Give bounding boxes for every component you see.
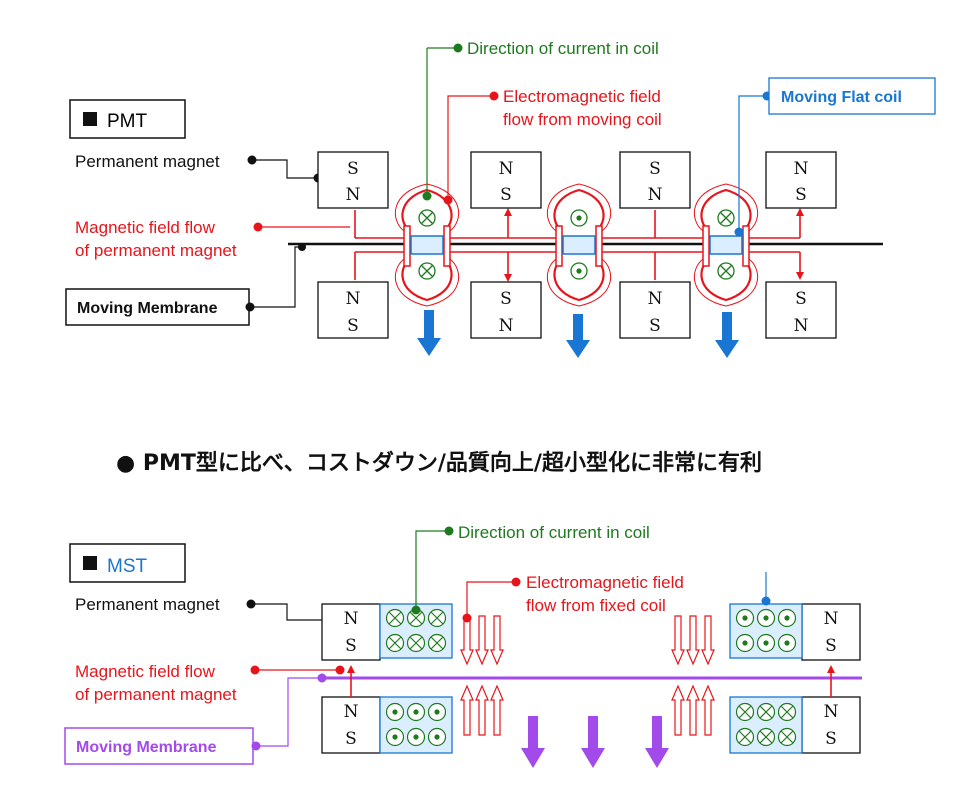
magnet-pole-label: S — [500, 185, 512, 205]
current-out-icon — [385, 702, 447, 747]
mst-em-field-label-1: Electromagnetic field — [526, 573, 684, 592]
mst-permanent-magnet-label: Permanent magnet — [75, 595, 220, 614]
mst-label-box: MST — [69, 543, 186, 583]
current-into-icon — [418, 209, 436, 227]
mst-coil-bottom-right — [729, 696, 803, 754]
pmt-section: PMT Permanent magnet Magnetic field flow… — [65, 39, 936, 358]
magnet-pole-label: N — [824, 702, 839, 722]
square-bullet-icon — [83, 112, 97, 126]
magnet-pole-label: N — [346, 185, 361, 205]
pmt-top-magnet-4: N S — [765, 151, 837, 209]
pmt-moving-flat-coil-box: Moving Flat coil — [768, 77, 936, 115]
hollow-up-arrows-right — [671, 684, 715, 736]
current-into-icon — [717, 209, 735, 227]
magnet-pole-label: S — [500, 289, 512, 309]
comparison-note: ● PMT型に比べ、コストダウン/品質向上/超小型化に非常に有利 — [116, 450, 762, 476]
mst-moving-membrane-label: Moving Membrane — [76, 739, 217, 756]
pmt-label-box: PMT — [69, 99, 186, 139]
pmt-em-field-label-1: Electromagnetic field — [503, 87, 661, 106]
square-bullet-icon — [83, 556, 97, 570]
pmt-bottom-magnet-2: S N — [470, 281, 542, 339]
down-arrow-icon — [581, 716, 605, 768]
magnet-pole-label: S — [825, 636, 837, 656]
magnet-pole-label: S — [649, 159, 661, 179]
pmt-coil-3 — [693, 183, 759, 307]
mst-magnet-bottom-right: N S — [801, 696, 861, 754]
pmt-top-magnet-1: S N — [317, 151, 389, 209]
magnet-pole-label: N — [344, 702, 359, 722]
mst-magnet-bottom-left: N S — [321, 696, 381, 754]
magnet-pole-label: S — [345, 729, 357, 749]
magnet-pole-label: N — [499, 159, 514, 179]
current-out-icon — [735, 608, 797, 653]
magnet-pole-label: S — [649, 316, 661, 336]
pmt-moving-membrane-label-box: Moving Membrane — [65, 288, 250, 326]
pmt-bottom-magnet-4: S N — [765, 281, 837, 339]
down-arrow-icon — [417, 310, 441, 356]
pmt-top-magnet-2: N S — [470, 151, 542, 209]
pmt-coil-2 — [546, 183, 612, 307]
magnet-pole-label: S — [795, 289, 807, 309]
down-arrow-icon — [566, 314, 590, 358]
mst-field-flow-label-2: of permanent magnet — [75, 685, 237, 704]
pmt-magnet-leader — [252, 159, 318, 179]
mst-coil-bottom-left — [379, 696, 453, 754]
magnet-pole-label: N — [344, 609, 359, 629]
current-out-icon — [570, 262, 588, 280]
pmt-field-flow-label-1: Magnetic field flow — [75, 218, 216, 237]
mst-magnet-top-left: N S — [321, 603, 381, 661]
mst-magnet-top-right: N S — [801, 603, 861, 661]
pmt-permanent-magnet-label: Permanent magnet — [75, 152, 220, 171]
hollow-down-arrows-right — [671, 615, 715, 666]
magnet-pole-label: S — [795, 185, 807, 205]
pmt-bottom-magnet-3: N S — [619, 281, 691, 339]
magnet-pole-label: N — [648, 289, 663, 309]
magnet-pole-label: S — [825, 729, 837, 749]
mst-coil-top-right — [729, 603, 803, 659]
current-into-icon — [385, 608, 447, 653]
pmt-current-direction-label: Direction of current in coil — [467, 39, 659, 58]
current-into-icon — [735, 702, 797, 747]
hollow-down-arrows-left — [460, 615, 504, 666]
mst-section: MST Permanent magnet Magnetic field flow… — [64, 523, 862, 768]
current-out-icon — [570, 209, 588, 227]
hollow-up-arrows-left — [460, 684, 504, 736]
down-arrow-icon — [645, 716, 669, 768]
magnet-pole-label: N — [794, 316, 809, 336]
mst-section-title: MST — [107, 556, 148, 577]
pmt-bottom-magnet-1: N S — [317, 281, 389, 339]
current-into-icon — [418, 262, 436, 280]
mst-moving-membrane-label-box: Moving Membrane — [64, 727, 254, 765]
down-arrow-icon — [521, 716, 545, 768]
current-into-icon — [717, 262, 735, 280]
mst-em-field-label-2: flow from fixed coil — [526, 596, 666, 615]
magnet-pole-label: N — [794, 159, 809, 179]
magnet-pole-label: N — [499, 316, 514, 336]
mst-coil-top-left — [379, 603, 453, 659]
mst-field-flow-label-1: Magnetic field flow — [75, 662, 216, 681]
pmt-moving-membrane-label: Moving Membrane — [77, 300, 218, 317]
magnet-pole-label: S — [347, 159, 359, 179]
pmt-field-flow-label-2: of permanent magnet — [75, 241, 237, 260]
pmt-moving-flat-coil-label: Moving Flat coil — [781, 89, 902, 106]
pmt-em-field-label-2: flow from moving coil — [503, 110, 662, 129]
mst-current-direction-label: Direction of current in coil — [458, 523, 650, 542]
magnet-pole-label: S — [347, 316, 359, 336]
magnet-pole-label: N — [824, 609, 839, 629]
magnet-pole-label: S — [345, 636, 357, 656]
pmt-section-title: PMT — [107, 111, 148, 132]
magnet-pole-label: N — [346, 289, 361, 309]
pmt-top-magnet-3: S N — [619, 151, 691, 209]
magnet-pole-label: N — [648, 185, 663, 205]
down-arrow-icon — [715, 312, 739, 358]
